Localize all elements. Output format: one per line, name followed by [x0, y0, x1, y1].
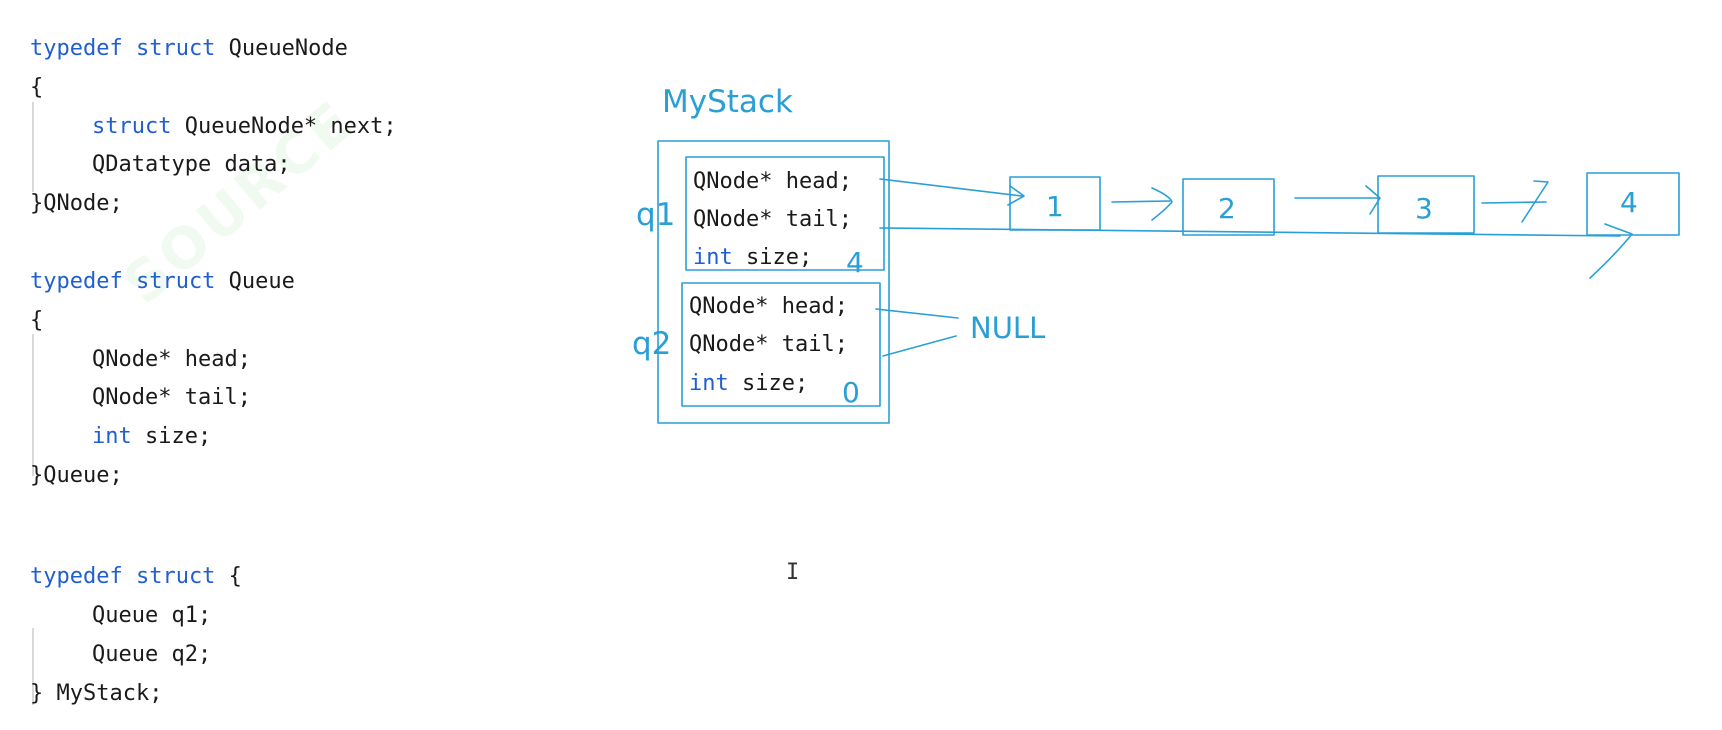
code-text: QueueNode* next; [171, 114, 397, 139]
q1-head-field: QNode* head; [693, 169, 852, 194]
link-1-2 [1111, 200, 1171, 203]
code-text: }QNode; [30, 191, 123, 216]
code-text: size; [131, 424, 212, 449]
code-line: Queue q1; [92, 599, 211, 633]
q1-head-arrow [879, 178, 1023, 197]
code-line: int size; [92, 420, 211, 454]
q2-box [681, 282, 881, 407]
code-text: } MyStack; [30, 681, 163, 706]
link-1-2-tip [1151, 187, 1173, 221]
mystack-outer-box [657, 140, 890, 424]
code-keyword: typedef struct [30, 36, 216, 61]
code-keyword: struct [92, 114, 172, 139]
code-line: typedef struct QueueNode [30, 32, 348, 66]
code-line: { [30, 304, 43, 338]
q1-tail-arrow [879, 227, 1621, 237]
code-line: typedef struct { [30, 560, 242, 594]
q2-size-value: 0 [842, 376, 860, 409]
code-text: QNode* tail; [92, 385, 251, 410]
q2-tail-to-null [882, 335, 957, 357]
code-line: QDatatype data; [92, 148, 291, 182]
q1-tail-field: QNode* tail; [693, 207, 852, 232]
list-node-box-2 [1182, 178, 1275, 236]
code-text: { [215, 564, 242, 589]
link-3-4 [1481, 201, 1547, 204]
link-3-4-tip [1521, 180, 1549, 223]
list-node-box-4 [1586, 172, 1680, 236]
code-keyword: typedef struct [30, 564, 216, 589]
list-node-4: 4 [1620, 186, 1638, 219]
diagram-title: MyStack [662, 84, 793, 120]
code-line: Queue q2; [92, 638, 211, 672]
code-text: QueueNode [215, 36, 348, 61]
q1-box [685, 156, 885, 271]
q1-label: q1 [636, 197, 675, 233]
link-2-3-tip [1365, 185, 1381, 215]
code-line: typedef struct Queue [30, 265, 295, 299]
list-node-1: 1 [1046, 190, 1064, 223]
code-line: struct QueueNode* next; [92, 110, 397, 144]
q2-label: q2 [632, 326, 671, 362]
indent-guide [32, 334, 34, 476]
code-text: { [30, 75, 44, 100]
code-line: }QNode; [30, 187, 123, 221]
q2-head-field: QNode* head; [689, 294, 848, 319]
indent-guide [32, 102, 34, 192]
code-line: { [30, 71, 43, 105]
code-text: QDatatype data; [92, 152, 291, 177]
code-line: QNode* tail; [92, 381, 251, 415]
q1-head-arrow-tip [1007, 185, 1025, 206]
q1-size-value: 4 [846, 246, 864, 279]
code-line: QNode* head; [92, 343, 251, 377]
code-keyword: int [92, 424, 132, 449]
q2-size-field: int size; [689, 371, 808, 396]
null-label: NULL [970, 311, 1045, 345]
q2-head-to-null [875, 308, 959, 319]
code-text: }Queue; [30, 463, 123, 488]
q1-tail-arrow-tip [1589, 223, 1633, 279]
code-text: Queue q2; [92, 642, 212, 667]
code-line: } MyStack; [30, 677, 162, 711]
list-node-2: 2 [1218, 192, 1236, 225]
code-text: Queue q1; [92, 603, 212, 628]
code-keyword: typedef struct [30, 269, 216, 294]
code-line: }Queue; [30, 459, 123, 493]
indent-guide [32, 628, 34, 705]
list-node-box-3 [1377, 175, 1475, 234]
text-cursor-icon: I [786, 560, 800, 585]
code-text: { [30, 308, 44, 333]
q1-size-field: int size; [693, 245, 812, 270]
code-text: QNode* head; [92, 347, 251, 372]
q2-tail-field: QNode* tail; [689, 332, 848, 357]
list-node-3: 3 [1415, 192, 1433, 225]
code-text: Queue [215, 269, 295, 294]
